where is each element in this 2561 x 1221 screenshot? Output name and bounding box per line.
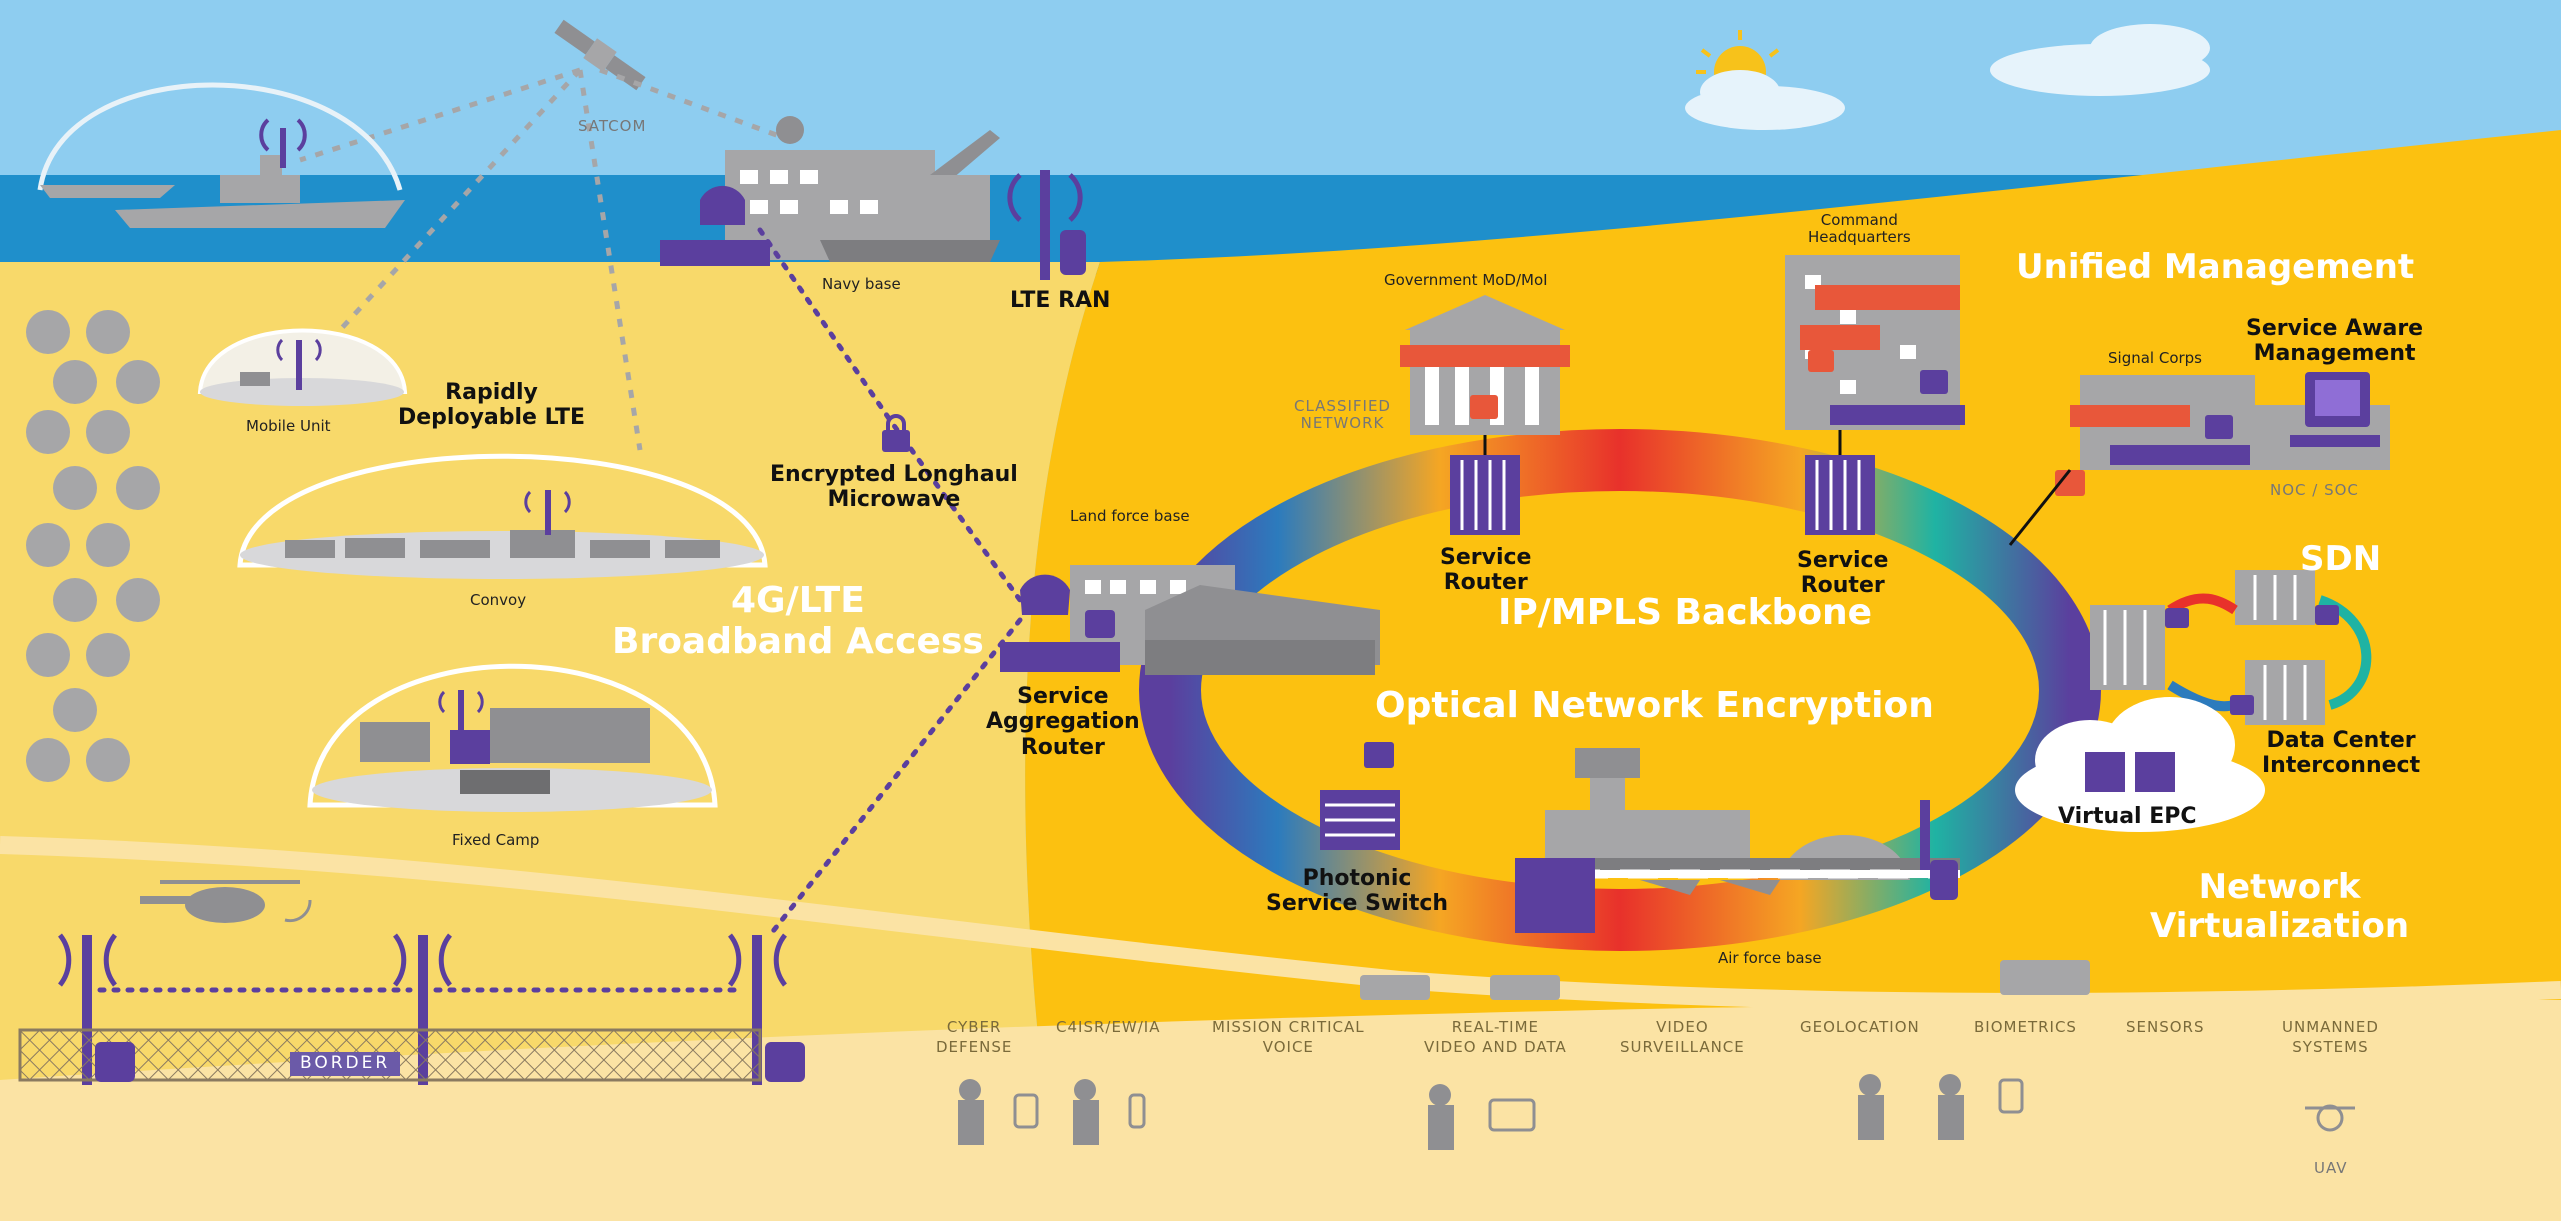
fixed-camp-dome [307,663,718,812]
network-virtualization-label: Network Virtualization [2150,867,2410,947]
ship-dome [37,82,403,191]
government-building-icon [1400,295,1570,535]
helicopter-icon [140,880,312,923]
data-center-label: Data Center Interconnect [2262,728,2421,779]
app-biometrics: BIOMETRICS [1974,1018,2077,1036]
tree-icons [26,310,160,782]
app-sensors: SENSORS [2126,1018,2205,1036]
mobile-unit-label: Mobile Unit [246,417,331,435]
border-towers [57,933,788,1085]
land-force-base-label: Land force base [1070,507,1190,525]
satcom-links [299,67,791,451]
navy-base-icon [660,116,1000,266]
virtual-epc-cloud [2015,697,2265,832]
border-sign: BORDER [290,1052,401,1076]
air-force-base-label: Air force base [1718,949,1822,967]
unified-management-label: Unified Management [2016,247,2415,287]
border-sensor-icon [95,1042,135,1082]
mobile-unit-dome [197,328,408,406]
convoy-label: Convoy [470,591,527,609]
lte-ran-tower-icon [1007,170,1086,280]
uav-icon [2305,1104,2355,1132]
classified-network-label: CLASSIFIED NETWORK [1294,397,1391,433]
app-real-time-video: REAL-TIME VIDEO AND DATA [1424,1018,1567,1056]
backbone-ring [1139,429,2101,951]
service-router-left-label: Service Router [1440,545,1532,596]
app-unmanned-systems: UNMANNED SYSTEMS [2282,1018,2379,1056]
app-video-surveillance: VIDEO SURVEILLANCE [1620,1018,1745,1056]
command-hq-icon [1785,255,1965,535]
vehicle-icons [1360,960,2090,1000]
fixed-camp-label: Fixed Camp [452,831,540,849]
noc-soc-label: NOC / SOC [2270,481,2359,499]
service-router-right-label: Service Router [1797,548,1889,599]
noc-soc-icon [2255,372,2390,470]
uav-label: UAV [2314,1159,2348,1177]
government-label: Government MoD/MoI [1384,271,1548,289]
convoy-dome [237,453,768,579]
rapidly-deployable-label: Rapidly Deployable LTE [398,380,586,431]
app-mission-critical-voice: MISSION CRITICAL VOICE [1212,1018,1365,1056]
ship-icon [40,155,405,228]
air-force-base-icon [1515,748,1961,933]
virtual-epc-label: Virtual EPC [2058,804,2197,829]
service-aggregation-router-label: Service Aggregation Router [986,684,1140,760]
navy-base-label: Navy base [822,275,901,293]
microwave-lock-icon [882,414,910,452]
device-icons [1013,1078,2024,1132]
data-center-icon [2090,570,2372,725]
app-geolocation: GEOLOCATION [1800,1018,1920,1036]
cloud-icon [1685,24,2210,130]
photonic-switch-label: Photonic Service Switch [1266,866,1449,917]
command-hq-label: Command Headquarters [1808,211,1911,247]
broadband-access-label: 4G/LTE Broadband Access [612,580,984,663]
ship-antenna-icon [259,118,307,168]
lte-ran-label: LTE RAN [1010,288,1111,313]
signal-corps-icon [2008,375,2255,546]
backbone-label: IP/MPLS Backbone [1498,592,1873,633]
signal-corps-label: Signal Corps [2108,349,2202,367]
app-c4isr: C4ISR/EW/IA [1056,1018,1161,1036]
service-aware-management-label: Service Aware Management [2246,316,2424,367]
optical-encryption-label: Optical Network Encryption [1375,685,1934,726]
land-force-base-icon [1000,565,1380,675]
photonic-switch-icon [1320,742,1400,850]
border-sensor-icon-right [765,1042,805,1082]
sdn-label: SDN [2300,539,2382,579]
app-cyber-defense: CYBER DEFENSE [936,1018,1013,1056]
soldier-icons [958,1074,1964,1150]
encrypted-microwave-label: Encrypted Longhaul Microwave [770,462,1018,513]
satcom-label: SATCOM [578,117,647,135]
